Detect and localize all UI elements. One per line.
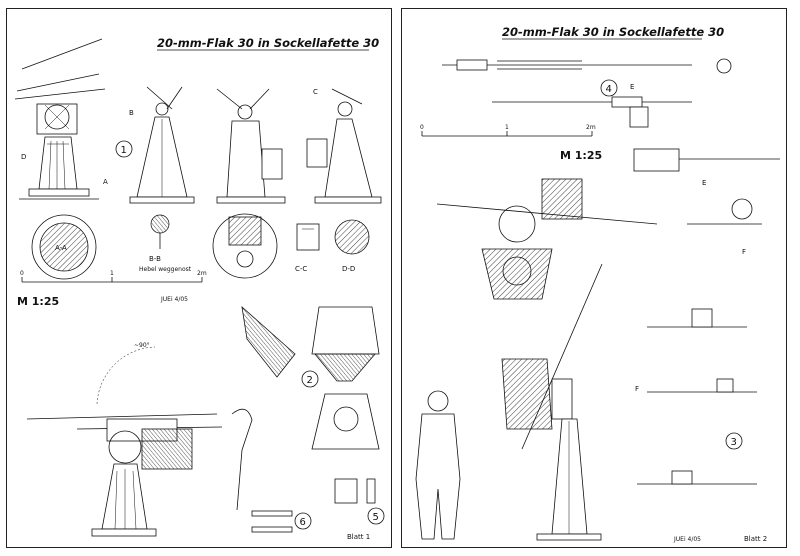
scale-label: M 1:25 bbox=[17, 295, 59, 308]
view-number-2-circle bbox=[301, 370, 319, 388]
view-number-4: 4 bbox=[606, 84, 612, 95]
section-a-a bbox=[31, 214, 97, 280]
scale-tick-2-2: 2m bbox=[586, 124, 596, 131]
plan-view-with-shield bbox=[436, 178, 658, 300]
scale-tick-1-2: 1 bbox=[505, 124, 509, 131]
gun-elevated-side-view bbox=[501, 263, 603, 541]
soldier-figure bbox=[415, 390, 461, 540]
sheet-2-canvas: 20-mm-Flak 30 in Sockellafette 30 4 E 0 … bbox=[415, 25, 780, 543]
view-number-6-circle bbox=[294, 512, 312, 530]
sheet-1-canvas: 20-mm-Flak 30 in Sockellafette 30 1 A B … bbox=[14, 36, 385, 541]
drawing-sheet-1: 20-mm-Flak 30 in Sockellafette 30 1 A B … bbox=[6, 8, 392, 548]
sight-detail-top bbox=[647, 308, 747, 328]
view-number-1: 1 bbox=[121, 145, 127, 156]
section-c-c bbox=[296, 223, 320, 251]
gun-side-view bbox=[492, 96, 692, 128]
view-number-1-circle bbox=[115, 140, 133, 158]
marker-a-label: A bbox=[103, 178, 108, 186]
front-view-mount bbox=[129, 86, 195, 204]
section-a-a-label: A-A bbox=[55, 244, 67, 252]
shield-rear-view bbox=[311, 393, 380, 450]
shield-front-view bbox=[311, 306, 380, 382]
breech-detail bbox=[633, 148, 780, 172]
view-number-3-circle bbox=[725, 432, 743, 450]
marker-f-label: F bbox=[742, 248, 746, 256]
section-b-b-label: B-B bbox=[149, 255, 161, 263]
scale-label-2: M 1:25 bbox=[560, 149, 602, 162]
marker-d-label: D bbox=[21, 153, 26, 161]
marker-c-label: C bbox=[313, 88, 318, 96]
shield-side-view bbox=[241, 305, 296, 378]
marker-e-label: E bbox=[702, 179, 706, 187]
sheet-2-title: 20-mm-Flak 30 in Sockellafette 30 bbox=[502, 25, 724, 39]
view-number-6: 6 bbox=[300, 517, 306, 528]
part-springs bbox=[251, 510, 293, 533]
sight-detail-middle bbox=[647, 378, 757, 393]
part-plate bbox=[334, 478, 358, 504]
sight-detail-bottom bbox=[637, 470, 757, 485]
angle-label: ~90° bbox=[134, 342, 150, 349]
scale-tick-2: 2m bbox=[197, 270, 207, 277]
part-bar bbox=[366, 478, 376, 504]
section-d-d bbox=[334, 219, 370, 255]
signature: JUEi 4/05 bbox=[160, 296, 188, 303]
sheet-1-footer: Blatt 1 bbox=[347, 533, 370, 541]
main-side-view bbox=[26, 346, 253, 537]
marker-b-label: B bbox=[129, 109, 134, 117]
section-d-d-label: D-D bbox=[342, 265, 355, 273]
sheet-2-footer: Blatt 2 bbox=[744, 535, 767, 543]
view-number-5-circle bbox=[367, 507, 385, 525]
view-number-4-circle bbox=[600, 79, 618, 97]
side-view-mount-right bbox=[306, 88, 382, 204]
scale-tick-1: 1 bbox=[110, 270, 114, 277]
gun-top-view bbox=[442, 58, 732, 74]
marker-e-top: E bbox=[630, 83, 634, 91]
view-number-5: 5 bbox=[373, 512, 379, 523]
plan-view-mount bbox=[212, 213, 278, 279]
mechanism-detail-f bbox=[687, 198, 762, 225]
view-number-3: 3 bbox=[731, 437, 737, 448]
scale-tick-0-2: 0 bbox=[420, 124, 424, 131]
sheet-1-title: 20-mm-Flak 30 in Sockellafette 30 bbox=[157, 36, 379, 50]
side-view-gun-elevated bbox=[14, 38, 106, 200]
signature-2: JUEi 4/05 bbox=[673, 536, 701, 543]
view-number-2: 2 bbox=[307, 375, 313, 386]
section-c-c-label: C-C bbox=[295, 265, 307, 273]
section-note: Hebel weggenost bbox=[139, 266, 192, 273]
marker-f-detail: F bbox=[635, 385, 639, 393]
drawing-sheet-2: 20-mm-Flak 30 in Sockellafette 30 4 E 0 … bbox=[401, 8, 787, 548]
rear-view-mount bbox=[216, 88, 286, 204]
scale-tick-0: 0 bbox=[20, 270, 24, 277]
section-b-b bbox=[150, 214, 170, 249]
